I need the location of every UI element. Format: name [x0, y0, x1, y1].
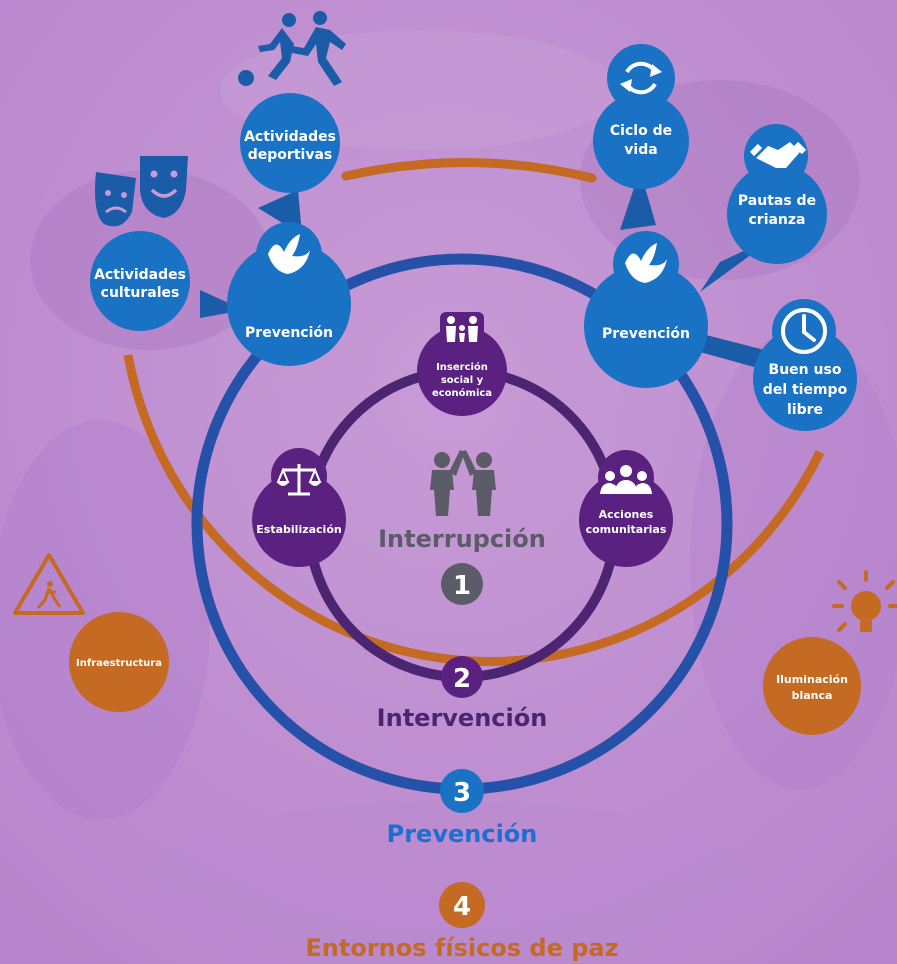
family-icon [440, 312, 484, 342]
branch-label-line3: libre [787, 402, 823, 418]
scales-icon [271, 448, 327, 504]
node-label-line1: Acciones [599, 508, 654, 521]
dove-icon [613, 231, 679, 297]
level-entornos: 4 Entornos físicos de paz [305, 882, 619, 962]
outer-ring-top-arc [341, 158, 597, 183]
node-iluminacion-blanca: Iluminación blanca [763, 570, 897, 735]
branch-actividades-deportivas: Actividades deportivas [238, 11, 346, 193]
level-intervencion: 2 Intervención [377, 656, 548, 732]
node-label: Infraestructura [76, 658, 162, 669]
prevention-hub-right: Prevención [584, 231, 708, 388]
node-label-line2: social y [441, 375, 484, 386]
level-number-4: 4 [453, 892, 471, 922]
branch-ciclo-de-vida: Ciclo de vida [593, 44, 689, 189]
level-badge-4 [439, 882, 485, 928]
level-label-prevencion: Prevención [387, 820, 538, 848]
node-label-line1: Inserción [436, 361, 488, 373]
branch-label-line1: Actividades [94, 267, 186, 283]
branch-label-line2: deportivas [248, 147, 332, 163]
branch-label-line1: Actividades [244, 129, 336, 145]
branch-label-line2: del tiempo [763, 382, 848, 398]
node-estabilizacion: Estabilización [252, 448, 346, 567]
level-badge-3 [440, 769, 484, 813]
prevention-hub-left: Prevención [227, 222, 351, 366]
branch-buen-uso-del-tiempo-libre: Buen uso del tiempo libre [753, 299, 857, 431]
level-label-entornos: Entornos físicos de paz [305, 934, 618, 962]
level-number-1: 1 [453, 571, 471, 601]
branch-actividades-culturales: Actividades culturales [90, 156, 190, 331]
theater-masks-icon [95, 156, 188, 227]
branch-label-line1: Ciclo de [610, 123, 672, 139]
level-badge-1 [441, 563, 483, 605]
branch-label-line1: Buen uso [769, 362, 842, 378]
branch-label-line2: vida [624, 142, 657, 158]
branch-pautas-de-crianza: Pautas de crianza [727, 124, 827, 264]
lightbulb-icon [832, 570, 897, 632]
level-number-2: 2 [453, 664, 471, 694]
dove-icon [256, 222, 322, 288]
level-number-3: 3 [453, 778, 471, 808]
node-infraestructura: Infraestructura [13, 553, 169, 712]
handshake-icon [744, 124, 808, 188]
level-label-interrupcion: Interrupción [378, 525, 546, 553]
node-label-line1: Iluminación [776, 673, 848, 686]
clock-icon [772, 299, 836, 363]
level-prevencion: 3 Prevención [387, 769, 538, 848]
cycle-icon [607, 44, 675, 112]
level-badge-2 [441, 656, 483, 698]
node-insercion: Inserción social y económica [417, 312, 507, 416]
branch-label-line2: culturales [101, 285, 180, 301]
node-label-line2: blanca [792, 689, 833, 702]
outer-ring [123, 354, 825, 666]
interruption-center: Interrupción 1 [378, 450, 546, 605]
node-label-line2: comunitarias [586, 523, 667, 536]
branch-label-line2: crianza [748, 212, 805, 228]
node-label-line3: económica [432, 387, 492, 399]
branch-label-line1: Pautas de [738, 193, 816, 209]
node-acciones-comunitarias: Acciones comunitarias [579, 450, 673, 567]
level-label-intervencion: Intervención [377, 704, 548, 732]
sports-icon [238, 11, 346, 86]
group-icon [598, 450, 654, 506]
high-five-icon [430, 450, 496, 516]
hub-label: Prevención [245, 325, 333, 341]
hub-label: Prevención [602, 326, 690, 342]
node-label: Estabilización [256, 523, 341, 536]
warning-sign-icon [13, 553, 85, 615]
